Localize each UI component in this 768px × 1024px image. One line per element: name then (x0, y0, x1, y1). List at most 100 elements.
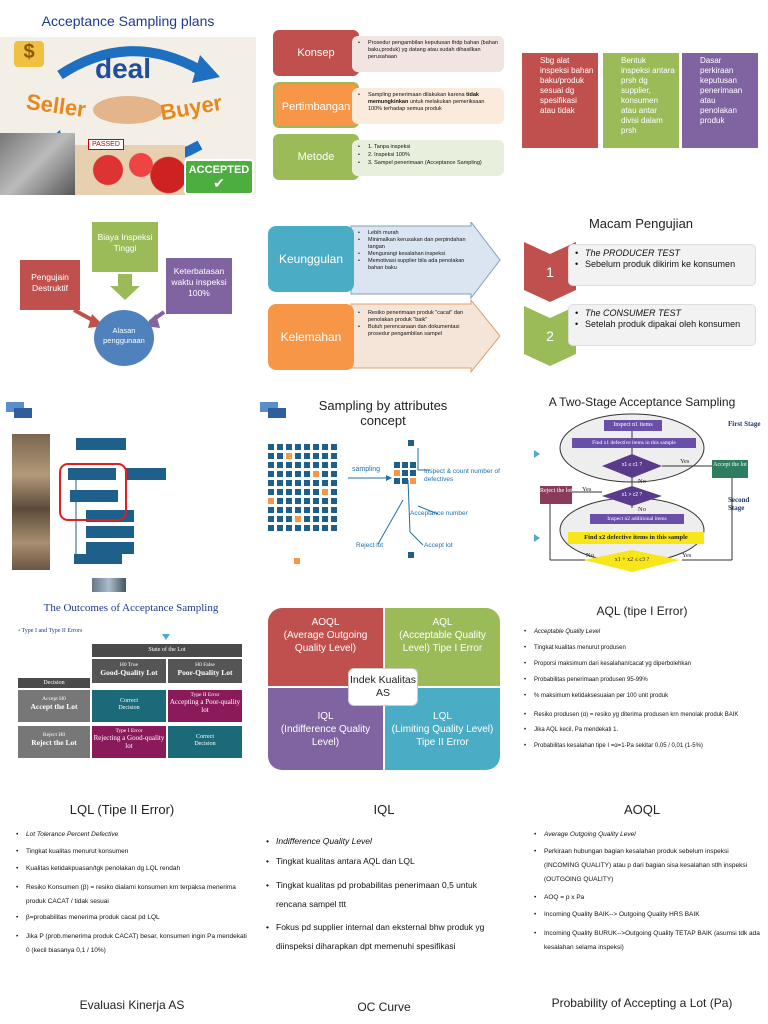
lot-unit (313, 498, 319, 504)
lot-unit (313, 480, 319, 486)
sample-unit (410, 462, 416, 468)
quadrant-lql: LQL (Limiting Quality Level) Tipe II Err… (385, 688, 500, 770)
lot-unit (322, 480, 328, 486)
bullet-icon: ▪ (18, 628, 22, 634)
row-konsep-text: Prosedur pengambilan keputusan thdp baha… (352, 36, 504, 72)
lot-unit (331, 471, 337, 477)
acceptance-number-label: Acceptance number (410, 510, 468, 517)
sampling-diagram (268, 440, 439, 564)
accept-box: Accept the lot (712, 460, 748, 478)
fungsi-box-1: Sbg alat inspeksi bahan baku/produk sesu… (522, 53, 598, 148)
lot-unit (268, 462, 274, 468)
alasan-center: Alasan penggunaan (94, 310, 154, 366)
lot-unit (277, 471, 283, 477)
outcomes-subtitle: ▪ Type I and Type II Errors (18, 628, 83, 634)
lot-unit (313, 462, 319, 468)
oc-curve-title: OC Curve (357, 1000, 411, 1014)
two-stage-title: A Two-Stage Acceptance Sampling (548, 395, 736, 409)
lot-unit (295, 462, 301, 468)
lot-unit (322, 453, 328, 459)
lot-unit (286, 444, 292, 450)
lot-unit (313, 489, 319, 495)
sample-defective-unit (394, 470, 400, 476)
slide-sampling-attributes: Sampling by attributes concept sampling … (258, 396, 508, 576)
lot-unit (277, 444, 283, 450)
aql-title: AQL (tipe I Error) (596, 604, 688, 618)
consumer-number: 2 (546, 328, 554, 344)
slide-alasan: Biaya Inspeksi Tinggi Pengujain Destrukt… (14, 218, 244, 368)
lot-unit (331, 453, 337, 459)
aoql-title: AOQL (623, 802, 661, 817)
lot-unit (304, 516, 310, 522)
alasan-left: Pengujain Destruktif (20, 260, 80, 310)
aoql-list: Average Outgoing Quality Level Perkiraan… (534, 830, 764, 955)
lot-unit (295, 507, 301, 513)
slide-indek-kualitas: AOQL (Average Outgoing Quality Level) AQ… (268, 608, 500, 770)
lot-unit (286, 507, 292, 513)
lot-unit (304, 507, 310, 513)
aql-list: Acceptable Quality Level Tingkat kualita… (524, 628, 762, 750)
lot-unit (277, 507, 283, 513)
slide-probability-accepting: Probability of Accepting a Lot (Pa) (520, 990, 764, 1024)
keunggulan-list: Lebih murah Minimalkan kerusakan dan per… (358, 230, 478, 272)
lot-unit (313, 453, 319, 459)
keunggulan-label: Keunggulan (268, 226, 354, 292)
lot-unit (277, 498, 283, 504)
slide-iql: IQL Indifference Quality Level Tingkat k… (264, 798, 504, 978)
quadrant-aoql: AOQL (Average Outgoing Quality Level) (268, 608, 383, 686)
lot-unit (268, 507, 274, 513)
producer-number: 1 (546, 264, 554, 280)
find1-box: Find x1 defective items in this sample (572, 438, 696, 448)
slide-aoql: AOQL Average Outgoing Quality Level Perk… (520, 798, 764, 970)
row-metode-text: 1. Tanpa inspeksi 2. Inspeksi 100% 3. Sa… (352, 140, 504, 176)
sample-unit (402, 478, 408, 484)
lot-unit (268, 444, 274, 450)
lot-unit (286, 498, 292, 504)
lot-unit (295, 525, 301, 531)
slide-macam-pengujian: Macam Pengujian 1 The PRODUCER TEST Sebe… (520, 212, 762, 382)
slide-acceptance-sampling-plans: Acceptance Sampling plans $ deal Seller … (0, 5, 256, 195)
slide-lql: LQL (Tipe II Error) Lot Tolerance Percen… (14, 798, 250, 968)
slide-konsep: Konsep Prosedur pengambilan keputusan th… (266, 22, 510, 187)
sample-unit (410, 470, 416, 476)
lot-unit (295, 453, 301, 459)
sampling-title: Sampling by attributes concept (318, 398, 448, 428)
lot-unit (331, 444, 337, 450)
slide-keunggulan-kelemahan: Keunggulan Lebih murah Minimalkan kerusa… (266, 222, 512, 374)
slide-icon-shadow (268, 408, 286, 418)
inspect2-box: Inspect n2 additional items (590, 514, 684, 524)
lot-unit (268, 471, 274, 477)
lot-unit (277, 480, 283, 486)
cond3-text: x1 + x2 ≤ c3 ? (614, 557, 650, 563)
down-triangle-icon (162, 634, 170, 640)
lot-unit (268, 489, 274, 495)
lot-unit (277, 516, 283, 522)
state-header: State of the Lot (92, 644, 242, 657)
defective-unit (268, 498, 274, 504)
lot-unit (331, 480, 337, 486)
reject-lot-label: Reject lot (356, 542, 384, 549)
deal-logo: deal (95, 53, 152, 84)
warehouse-photo (0, 133, 75, 195)
slide-evaluasi: Evaluasi Kinerja AS (14, 994, 250, 1024)
producer-card: The PRODUCER TEST Sebelum produk dikirim… (568, 244, 756, 286)
lot-unit (313, 516, 319, 522)
lot-unit (331, 516, 337, 522)
slide-icon (260, 402, 278, 412)
yes-label-2: Yes (582, 486, 592, 493)
no-label-3: No (586, 552, 594, 559)
dollar-icon: $ (14, 41, 44, 67)
decision-header: Decision (18, 678, 90, 688)
lot-unit (304, 471, 310, 477)
slide-oc-curve: OC Curve (264, 994, 504, 1024)
first-stage-label: First Stage (728, 420, 761, 428)
row-pertimbangan-text: Sampling penerimaan dilakukan karena tid… (352, 88, 504, 124)
lot-unit (304, 444, 310, 450)
lot-unit (286, 462, 292, 468)
lot-unit (331, 498, 337, 504)
lot-unit (277, 462, 283, 468)
lot-unit (286, 516, 292, 522)
